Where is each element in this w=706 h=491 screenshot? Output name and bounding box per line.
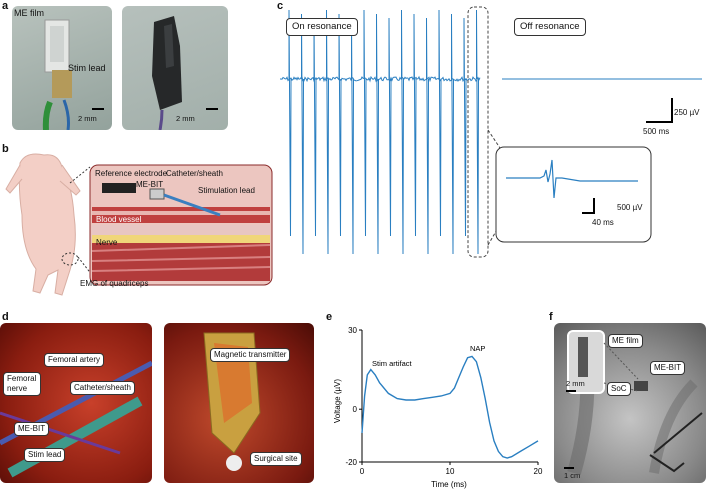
encapsulated-device-photo — [152, 16, 182, 130]
panel-a-label: a — [2, 0, 9, 12]
panel-c-recording — [280, 6, 702, 258]
catheter-sheath-label: Catheter/sheath — [70, 381, 135, 395]
inset-scale-bar — [582, 198, 595, 214]
panel-b-illustration — [5, 153, 273, 296]
stim-artifact-annotation: Stim artifact — [372, 359, 413, 368]
x-tick-label: 20 — [534, 467, 543, 476]
stim-spike — [426, 17, 429, 255]
off-resonance-label: Off resonance — [514, 18, 586, 36]
stim-spike — [351, 17, 354, 255]
surgical-field-photo — [0, 360, 152, 478]
y-tick-label: -20 — [345, 458, 357, 467]
catheter-sheath-label: Catheter/sheath — [166, 169, 223, 178]
main-scale-voltage: 250 µV — [674, 108, 700, 117]
y-tick-label: 30 — [348, 326, 357, 335]
me-bit-label: ME-BIT — [136, 180, 164, 189]
stim-spike — [438, 9, 442, 237]
on-resonance-label: On resonance — [286, 18, 358, 36]
stim-spike — [301, 13, 304, 255]
me-bit-device-photo — [42, 19, 72, 130]
scale-label: 2 mm — [78, 114, 97, 123]
scale-bar — [206, 108, 218, 110]
femoral-artery-label: Femoral artery — [44, 353, 105, 367]
scale-bar — [92, 108, 104, 110]
me-film-label: ME film — [608, 334, 643, 348]
stim-spike — [388, 17, 392, 237]
panel-d-label: d — [2, 311, 9, 323]
me-film-label: ME film — [14, 8, 44, 18]
surgical-site-label: Surgical site — [250, 452, 302, 466]
stim-lead-label: Stim lead — [24, 448, 66, 462]
stim-spike — [338, 13, 342, 237]
stim-spike — [288, 9, 292, 237]
inset-box — [495, 146, 652, 243]
x-tick-label: 10 — [446, 467, 455, 476]
soc-label: SoC — [607, 382, 631, 396]
highlight-box — [467, 6, 489, 258]
panel-a-left-photo: ME film Stim lead 2 mm — [12, 6, 112, 130]
inset-scale-time: 40 ms — [592, 218, 614, 227]
panel-d-left-photo — [0, 323, 152, 483]
stim-lead-label: Stim lead — [68, 63, 106, 73]
stim-spike — [313, 17, 317, 237]
stim-spike — [376, 13, 379, 255]
baseline-noise — [280, 75, 481, 83]
stim-spike — [463, 17, 467, 237]
panel-f-label: f — [549, 311, 553, 323]
stimulation-lead-label: Stimulation lead — [198, 186, 255, 195]
xray-image — [567, 330, 703, 475]
panel-a-right-photo: 2 mm — [122, 6, 228, 130]
panel-b-label: b — [2, 143, 9, 155]
stim-spike — [363, 9, 367, 237]
x-axis-label: Time (ms) — [431, 480, 467, 489]
inset-scale-label: 2 mm — [566, 379, 585, 388]
main-scale-label: 1 cm — [564, 471, 581, 480]
stim-spike — [476, 9, 479, 255]
scale-label: 2 mm — [176, 114, 195, 123]
y-tick-label: 0 — [353, 405, 358, 414]
stim-spike — [413, 13, 417, 237]
panel-e-label: e — [326, 311, 333, 323]
me-bit-label: ME-BIT — [14, 422, 50, 436]
main-scale-bar — [646, 98, 673, 123]
inset-trace — [506, 159, 638, 199]
panel-c-label: c — [277, 0, 284, 12]
inset-scale-voltage: 500 µV — [617, 203, 643, 212]
nerve-label: Nerve — [96, 238, 118, 247]
femoral-nerve-label: Femoral nerve — [3, 372, 41, 396]
y-axis-label: Voltage (µV) — [333, 379, 342, 424]
stim-spike — [326, 9, 329, 255]
stim-spike — [401, 9, 404, 255]
inset-scale-bar — [566, 390, 576, 392]
main-scale-time: 500 ms — [643, 127, 670, 136]
panel-f-xray — [554, 323, 706, 483]
x-tick-label: 0 — [360, 467, 365, 476]
reference-electrode-label: Reference electrode — [95, 169, 168, 178]
main-scale-bar — [564, 467, 574, 469]
me-bit-label: ME-BIT — [650, 361, 686, 375]
nap-annotation: NAP — [470, 344, 485, 353]
emg-label: EMG of quadriceps — [80, 279, 149, 288]
magnetic-transmitter-label: Magnetic transmitter — [210, 348, 291, 362]
nap-trace — [361, 355, 539, 459]
resonance-trace — [280, 9, 481, 255]
stim-spike — [451, 13, 454, 255]
blood-vessel-label: Blood vessel — [96, 215, 142, 224]
magnetic-transmitter-photo — [203, 332, 261, 471]
